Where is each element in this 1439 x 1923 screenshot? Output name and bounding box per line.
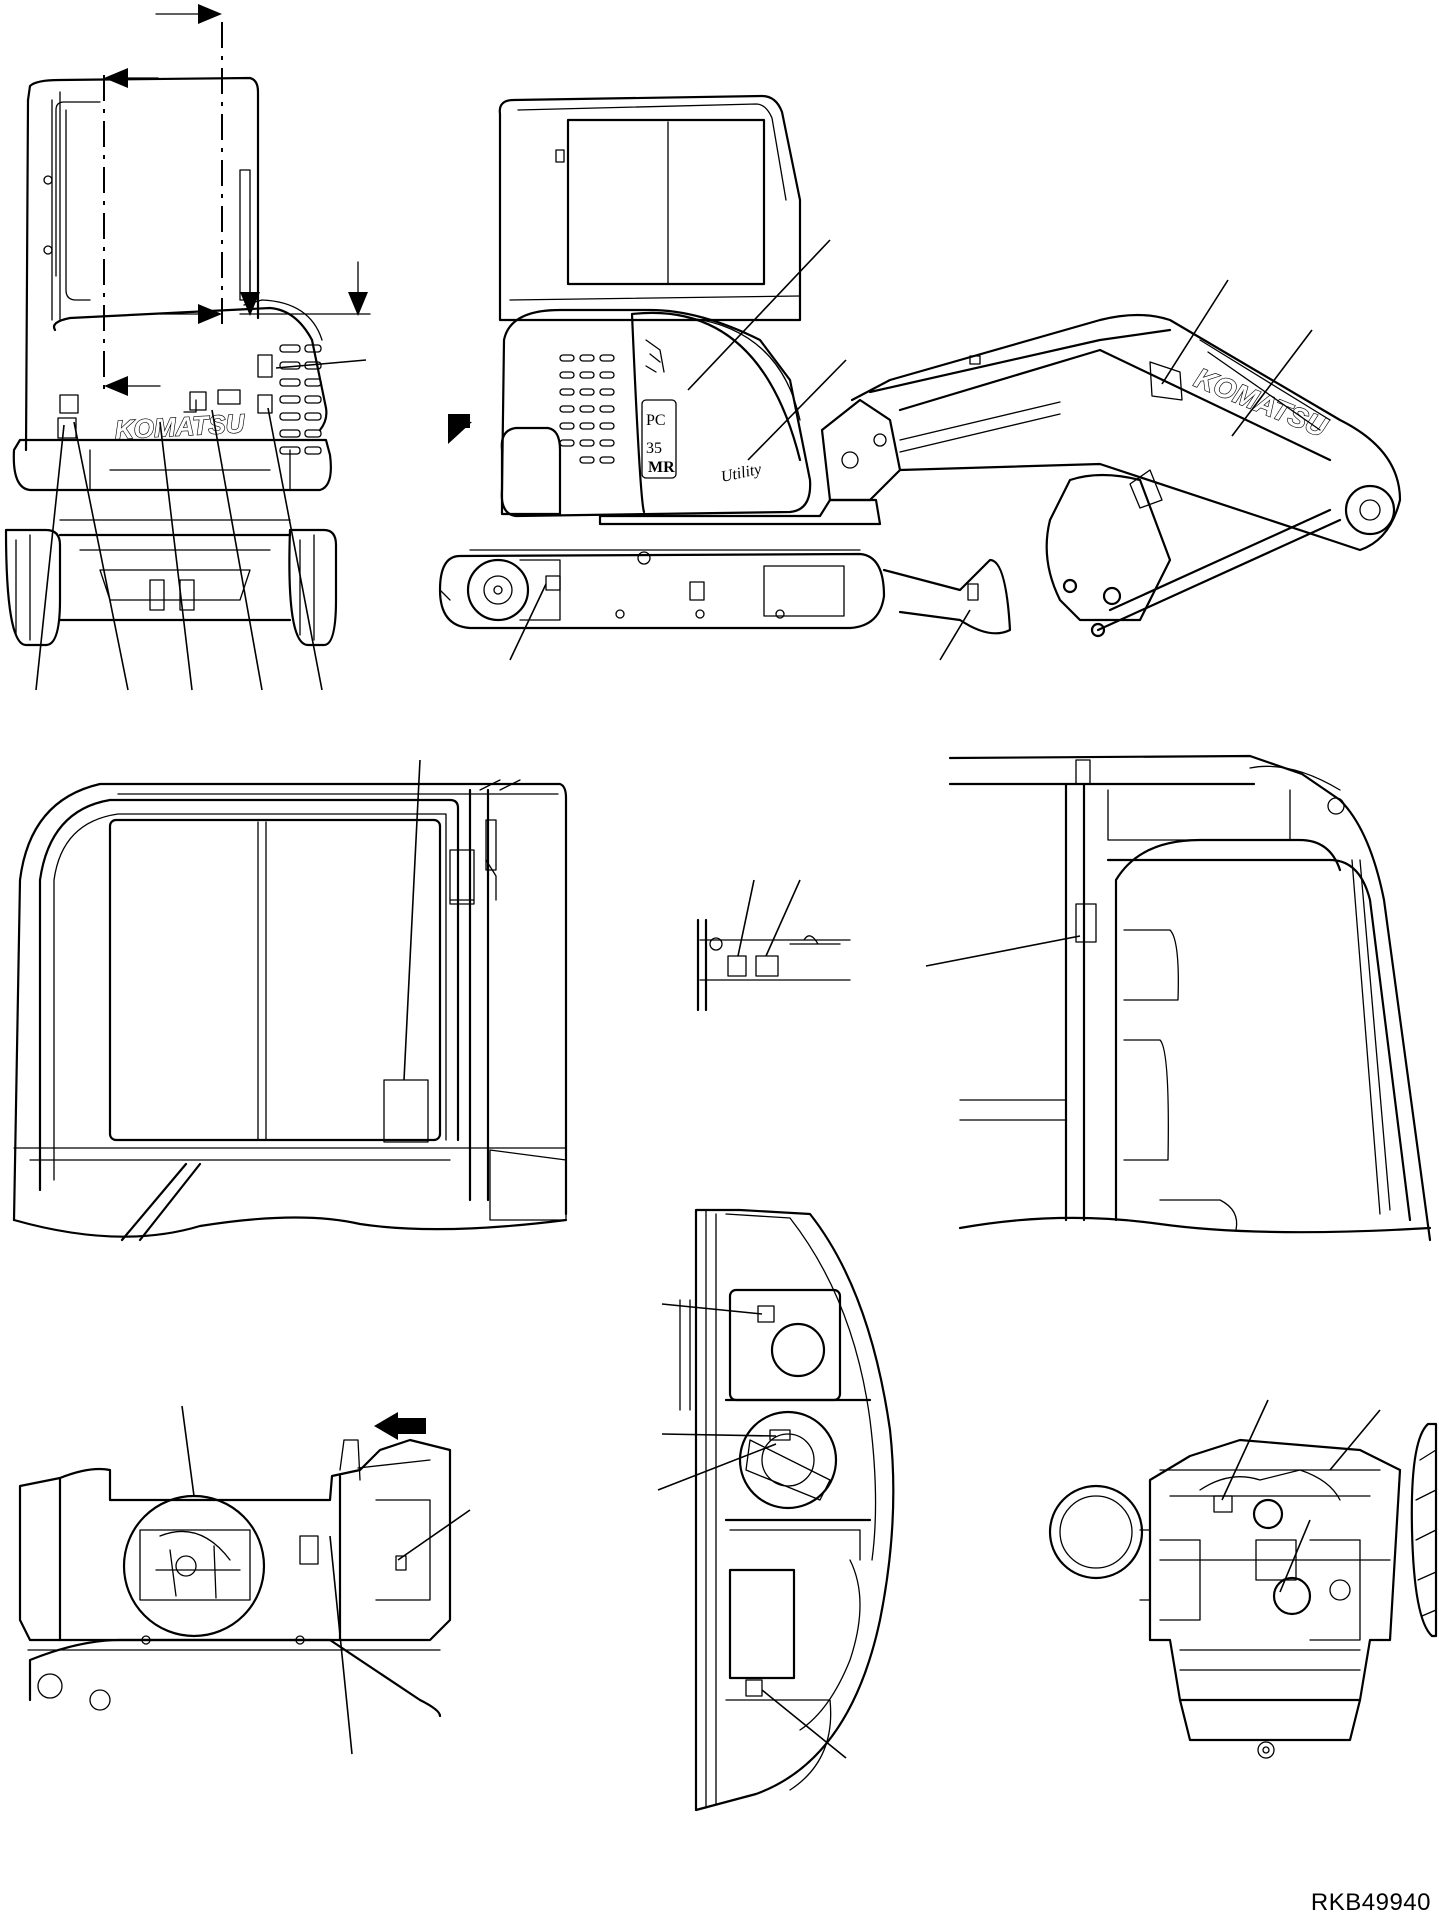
rear-louvers [280, 345, 321, 454]
engine-compartment-view [20, 1406, 470, 1754]
engine-view [1050, 1400, 1436, 1758]
model-badge-line2: 35 [646, 440, 662, 457]
detail-view [698, 880, 850, 1010]
series-badge: Utility [719, 461, 763, 486]
cab-front-section-view [658, 1210, 893, 1810]
model-badge-line3: MR [648, 459, 675, 476]
cab-left-leader [404, 760, 420, 1080]
drawing-reference-code: RKB49940 [1310, 1889, 1431, 1916]
cab-left-view [14, 760, 566, 1240]
side-louvers [560, 355, 614, 463]
cab-right-view [926, 756, 1430, 1240]
model-badge: PC 35 MR [642, 400, 676, 478]
model-badge-line1: PC [646, 412, 666, 429]
cab-right-leader [926, 936, 1080, 966]
side-view: PC 35 MR Utility KOMATSU [440, 96, 1400, 660]
rear-view: KOMATSU [6, 4, 370, 690]
